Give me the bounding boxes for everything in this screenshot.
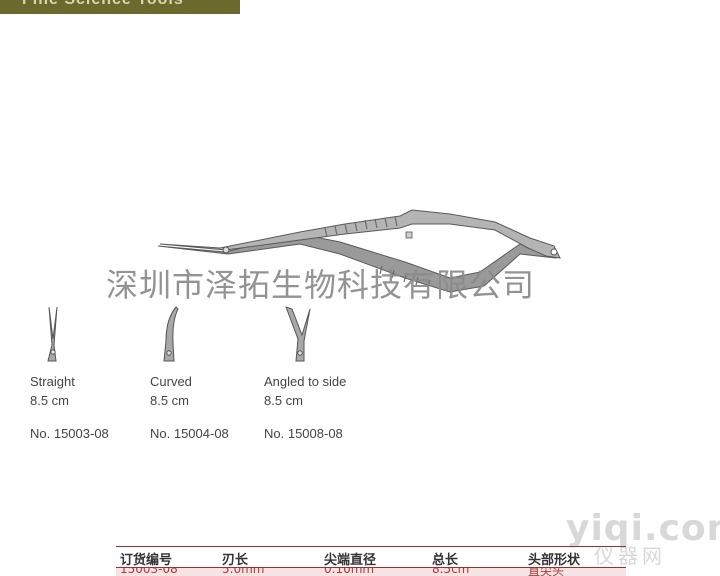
catalog-number: No. 15008-08 [264, 426, 343, 441]
variant-length: 8.5 cm [150, 393, 190, 408]
variant-length: 8.5 cm [30, 393, 70, 408]
header-tip-shape: 头部形状 [528, 553, 581, 568]
variant-name: Curved [150, 374, 192, 389]
yiqi-logo: yiqi.com [566, 508, 720, 549]
catalog-number: No. 15004-08 [150, 426, 229, 441]
cell-blade-length: 5.0mm [222, 568, 265, 576]
header-total-length: 总长 [432, 553, 459, 568]
catalog-number: No. 15003-08 [30, 426, 109, 441]
angled-tip-image [285, 306, 311, 362]
variant-angled: Angled to side 8.5 cm [264, 372, 346, 410]
table-row: 15003-08 5.0mm 0.10mm 8.5cm 直尖头 [116, 568, 626, 576]
header-banner: Fine Science Tools [0, 0, 240, 14]
banner-title: Fine Science Tools [22, 0, 184, 9]
header-blade-length: 刃长 [222, 553, 249, 568]
spring-scissors-image [157, 209, 561, 293]
company-watermark: 深圳市泽拓生物科技有限公司 [106, 266, 536, 304]
variant-straight: Straight 8.5 cm [30, 372, 75, 410]
yiqi-logo-subtitle: 仪器网 [594, 544, 666, 568]
variant-name: Angled to side [264, 374, 347, 389]
cell-total-length: 8.5cm [432, 568, 470, 576]
variant-length: 8.5 cm [264, 393, 304, 408]
variant-curved: Curved 8.5 cm [150, 372, 192, 410]
straight-tip-image [47, 306, 58, 362]
spec-table-header: 订货编号 刃长 尖端直径 总长 头部形状 [116, 546, 626, 568]
variant-name: Straight [30, 374, 75, 389]
header-order-no: 订货编号 [120, 553, 173, 568]
curved-tip-image [163, 306, 179, 362]
cell-tip-diameter: 0.10mm [324, 568, 375, 576]
cell-order-no: 15003-08 [120, 568, 178, 576]
cell-tip-shape: 直尖头 [528, 568, 565, 576]
header-tip-diameter: 尖端直径 [324, 553, 377, 568]
